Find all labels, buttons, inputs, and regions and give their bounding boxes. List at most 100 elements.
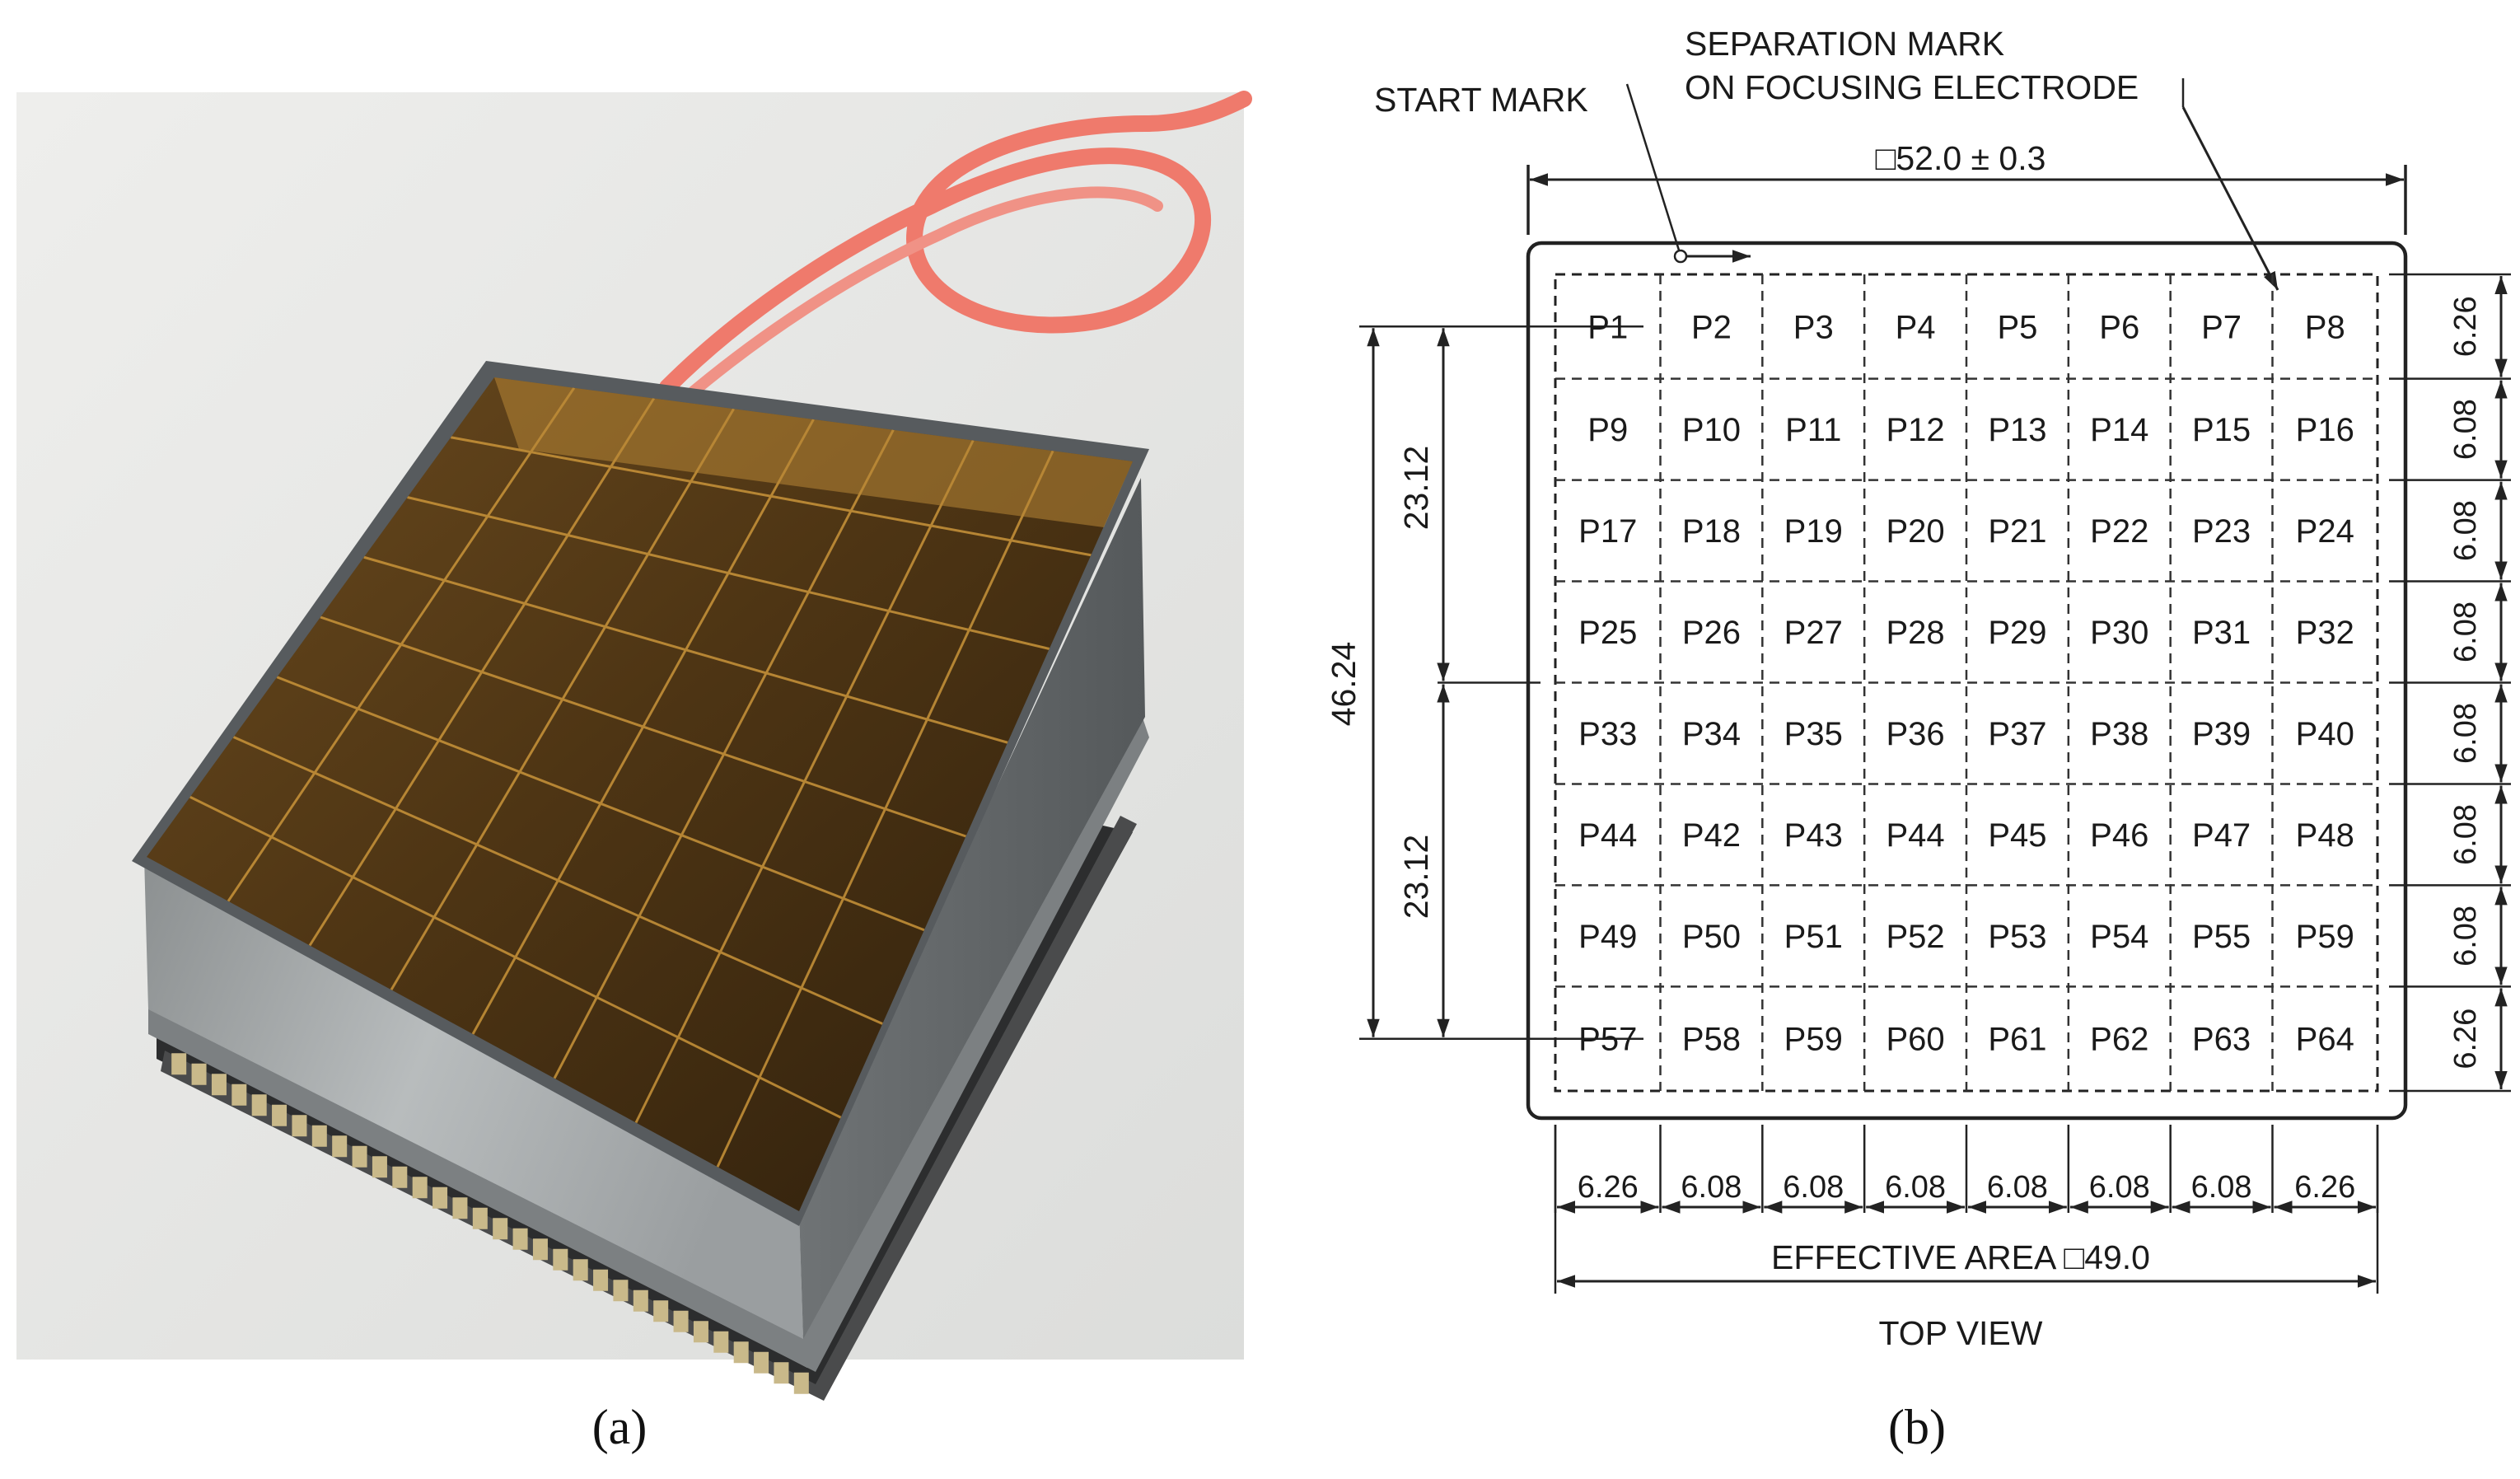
pixel-label: P55 [2192,919,2251,955]
separation-mark-sublabel: ON FOCUSING ELECTRODE [1685,68,2139,106]
pixel-label: P61 [1988,1022,2046,1058]
pin [412,1177,428,1199]
pixel-label: P51 [1784,919,1843,955]
pin [693,1321,708,1343]
pixel-label: P34 [1682,716,1741,752]
pixel-label: P33 [1578,716,1637,752]
column-width-label: 6.08 [2089,1170,2150,1205]
pixel-label: P60 [1886,1022,1944,1058]
column-width-label: 6.08 [1681,1170,1742,1205]
pixel-label: P59 [1784,1022,1843,1058]
pixel-label: P14 [2090,412,2148,448]
pixel-label: P48 [2296,817,2354,854]
pixel-label: P32 [2296,615,2354,651]
pin [392,1166,408,1188]
pin [673,1310,689,1332]
height-total-label: 46.24 [1325,642,1363,727]
pixel-label: P43 [1784,817,1843,854]
pixel-label: P1 [1587,309,1628,345]
pixel-label: P4 [1896,309,1936,345]
pixel-label: P26 [1682,615,1741,651]
pixel-label: P20 [1886,513,1944,550]
pixel-label: P24 [2296,513,2354,550]
pixel-label: P15 [2192,412,2251,448]
anode-grid-wires [189,386,1092,1168]
pixel-label: P62 [2090,1022,2148,1058]
column-width-label: 6.08 [1885,1170,1946,1205]
pixel-label: P50 [1682,919,1741,955]
pin [573,1259,588,1281]
pin [211,1074,227,1096]
column-width-label: 6.26 [1578,1170,1639,1205]
pixel-label: P22 [2090,513,2148,550]
pixel-label: P37 [1988,716,2046,752]
top-view-label: TOP VIEW [1879,1314,2043,1352]
pin [713,1331,729,1353]
pixel-label: P57 [1578,1022,1637,1058]
pixel-label: P47 [2192,817,2251,854]
pixel-label: P6 [2099,309,2139,345]
pixel-label: P29 [1988,615,2046,651]
pixel-label: P53 [1988,919,2046,955]
pixel-label: P27 [1784,615,1843,651]
row-height-label: 6.26 [2448,1009,2483,1069]
pin [774,1362,789,1384]
pin [231,1084,247,1106]
pixel-label: P44 [1886,817,1944,854]
pin [472,1207,488,1229]
column-width-label: 6.08 [2191,1170,2252,1205]
anode-pixel-grid [1555,274,2377,1091]
pin [272,1104,288,1126]
signal-cable [659,91,1252,405]
pixel-label: P40 [2296,716,2354,752]
pin [553,1248,568,1271]
pixel-label: P54 [2090,919,2148,955]
effective-area-label: EFFECTIVE AREA □49.0 [1771,1238,2150,1276]
pixel-label: P39 [2192,716,2251,752]
pin [332,1135,348,1158]
pixel-label: P44 [1578,817,1637,854]
pin [613,1280,629,1302]
row-height-label: 6.08 [2448,804,2483,865]
pixel-label: P12 [1886,412,1944,448]
column-width-label: 6.08 [1783,1170,1844,1205]
pin [532,1238,548,1261]
pixel-label: P59 [2296,919,2354,955]
pixel-label: P64 [2296,1022,2354,1058]
row-height-label: 6.08 [2448,703,2483,764]
pixel-label: P42 [1682,817,1741,854]
pixel-label: P36 [1886,716,1944,752]
pin [352,1145,367,1168]
pmt-pins [171,1053,809,1394]
row-dimensions: 6.266.086.086.086.086.086.086.26 [2448,296,2483,1069]
pixel-label: P10 [1682,412,1741,448]
pixel-label: P45 [1988,817,2046,854]
pixel-label: P31 [2192,615,2251,651]
row-height-label: 6.08 [2448,500,2483,561]
pin [793,1372,809,1394]
pin [432,1186,448,1209]
pixel-label: P23 [2192,513,2251,550]
pin [733,1341,749,1364]
pin [191,1063,207,1085]
pixel-label: P35 [1784,716,1843,752]
pixel-label: P25 [1578,615,1637,651]
row-height-label: 6.08 [2448,601,2483,662]
pin [493,1218,508,1240]
pin [171,1053,187,1075]
pixel-label: P11 [1785,412,1841,448]
pin [653,1300,669,1322]
pixel-label: P19 [1784,513,1843,550]
pixel-label: P58 [1682,1022,1741,1058]
outer-dimension-label: □52.0 ± 0.3 [1876,139,2046,177]
pixel-label: P5 [1997,309,2037,345]
pin [251,1094,267,1116]
row-height-label: 6.08 [2448,906,2483,966]
pmt-photo [16,91,1252,1401]
pixel-label: P46 [2090,817,2148,854]
